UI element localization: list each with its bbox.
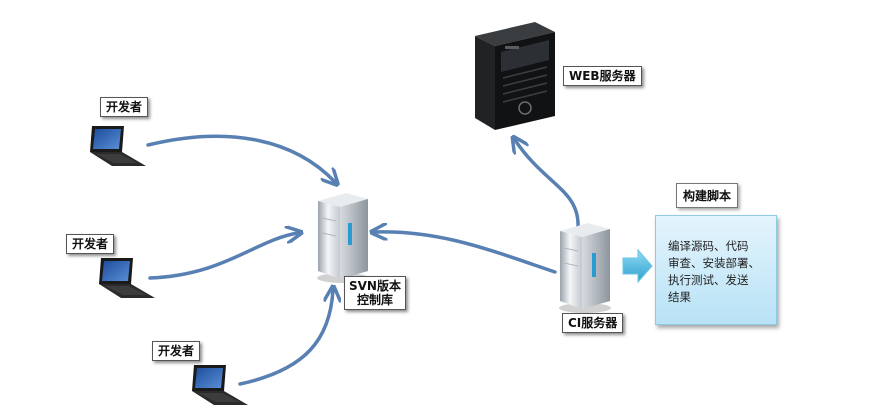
edge-dev1-svn xyxy=(146,134,335,182)
web-server-icon xyxy=(475,22,555,130)
build-script-line: 执行测试、发送 xyxy=(668,273,749,287)
build-script-box: 编译源码、代码 审查、安装部署、 执行测试、发送 结果 xyxy=(655,215,777,325)
ci-server-label: CI服务器 xyxy=(562,313,624,333)
svn-server-label: SVN版本 控制库 xyxy=(344,276,406,310)
edges xyxy=(146,134,580,386)
cyan-arrow-icon xyxy=(622,248,653,284)
build-script-title: 构建脚本 xyxy=(676,183,739,208)
developer-label-2: 开发者 xyxy=(66,234,115,254)
laptop-icon xyxy=(90,126,146,166)
laptop-icon xyxy=(192,365,248,405)
ci-server-icon xyxy=(559,223,611,313)
web-server-label: WEB服务器 xyxy=(563,66,642,86)
build-script-line: 审查、安装部署、 xyxy=(668,256,760,270)
developer-label-1: 开发者 xyxy=(100,97,149,117)
build-script-line: 编译源码、代码 xyxy=(668,239,749,253)
developer-label-3: 开发者 xyxy=(152,341,201,361)
edge-dev3-svn xyxy=(238,290,333,386)
edge-dev2-svn xyxy=(148,233,298,280)
svn-label-line1: SVN版本 xyxy=(349,279,401,293)
edge-ci-svn xyxy=(375,232,557,274)
laptop-icon xyxy=(99,258,155,298)
svn-server-icon xyxy=(317,193,369,283)
edge-ci-web xyxy=(515,140,580,230)
build-script-line: 结果 xyxy=(668,290,691,304)
svn-label-line2: 控制库 xyxy=(356,293,393,307)
